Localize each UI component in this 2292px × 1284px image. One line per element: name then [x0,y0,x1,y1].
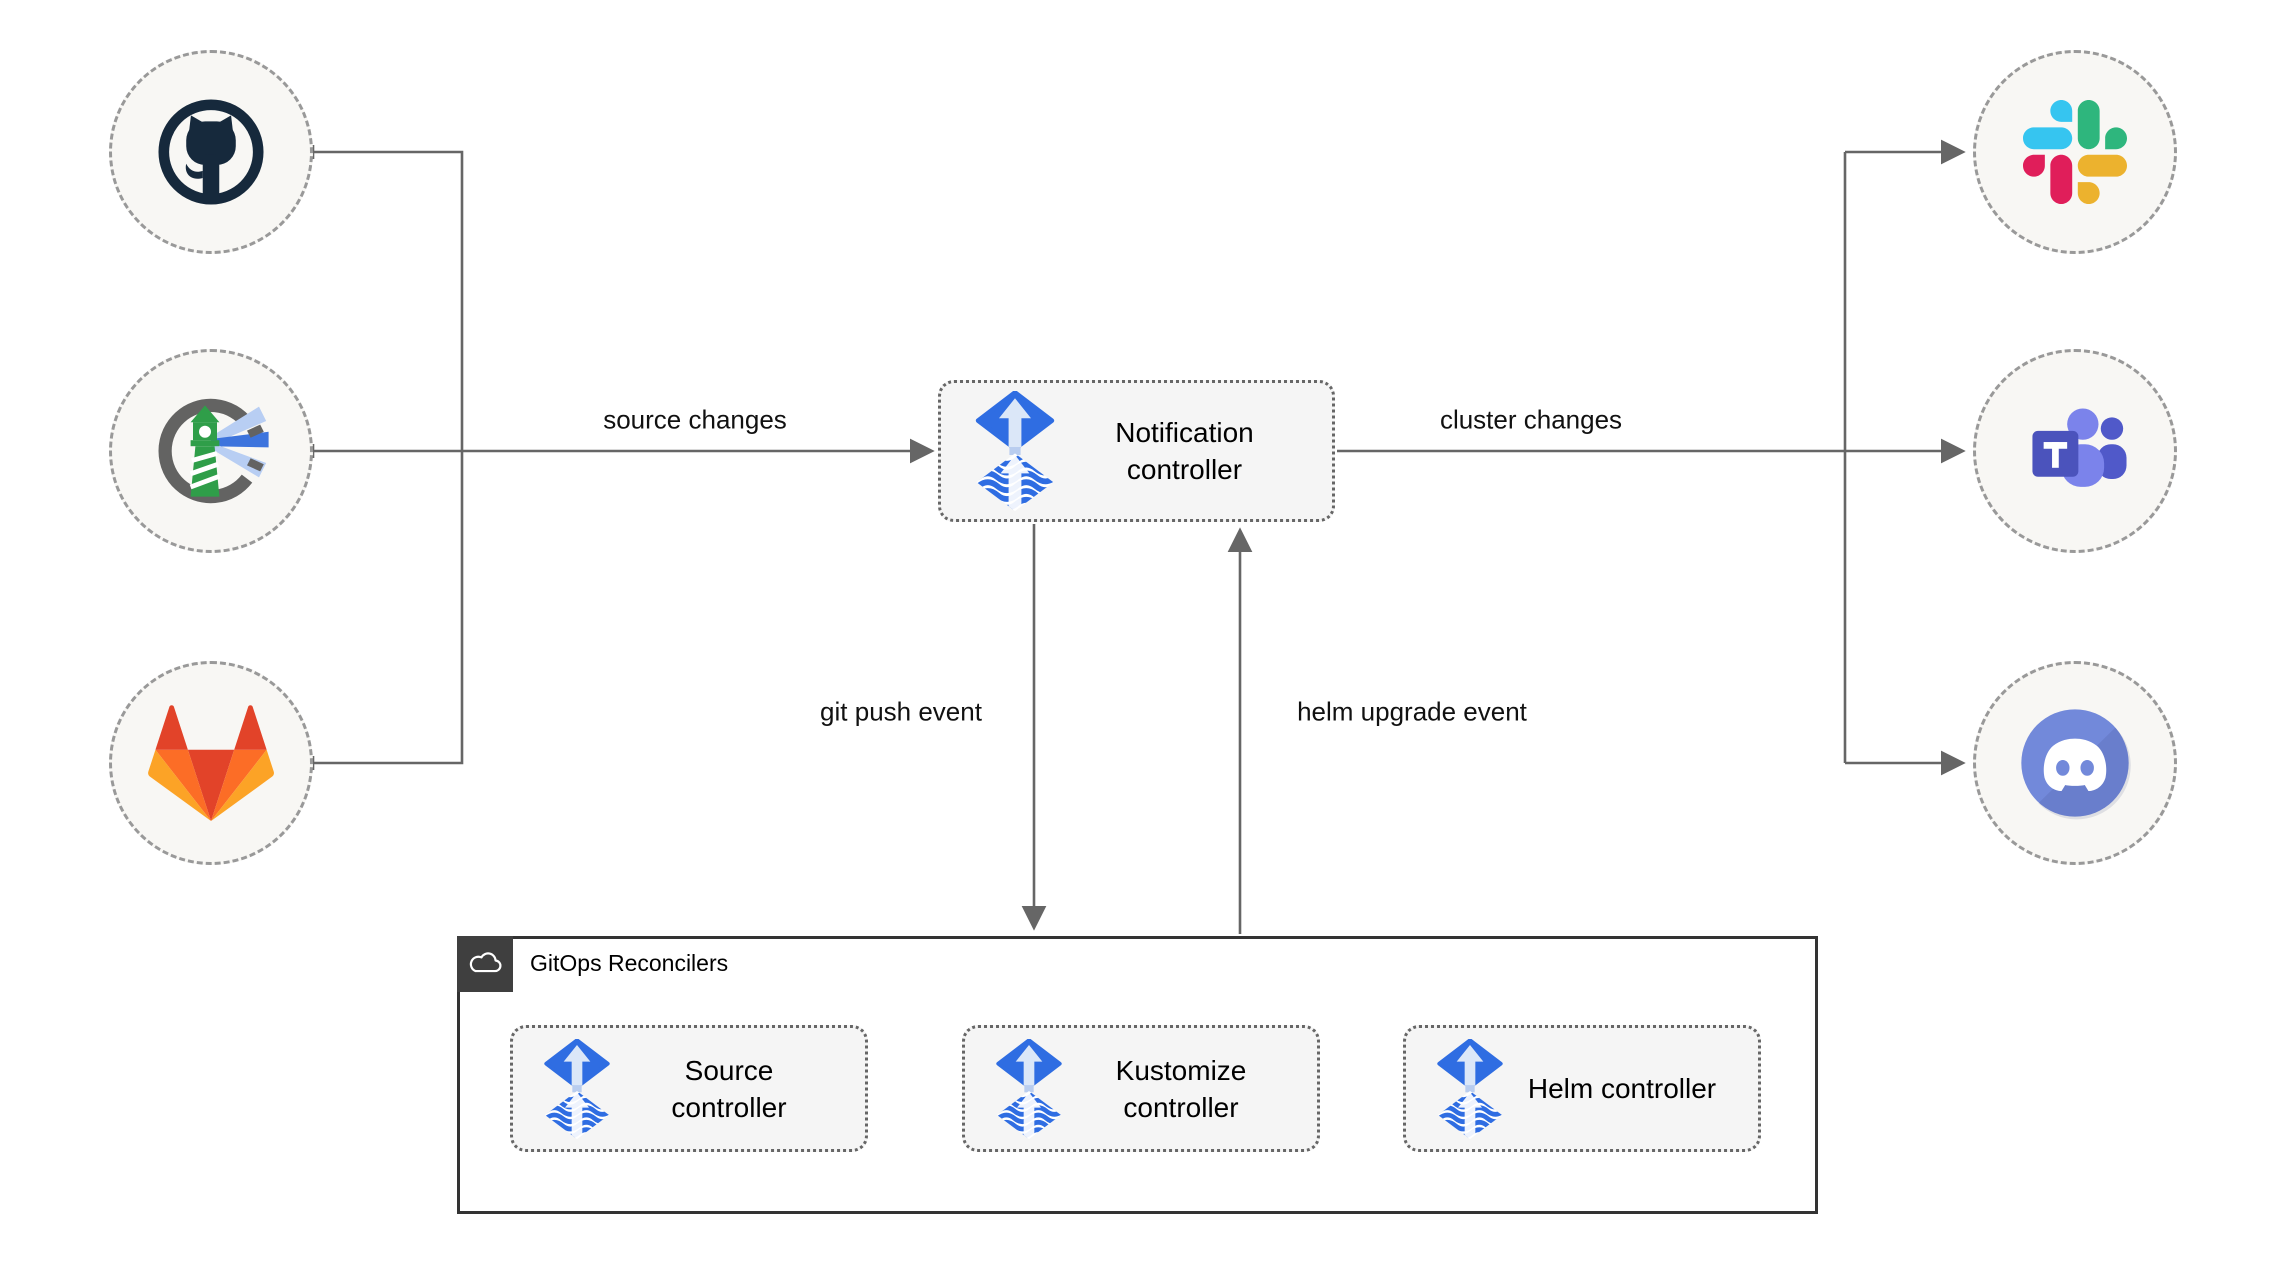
node-kustomize-controller: Kustomize controller [962,1025,1320,1152]
kustomize-controller-label: Kustomize controller [1115,1054,1247,1123]
helm-controller-label: Helm controller [1527,1073,1717,1104]
node-gitlab [109,661,313,865]
edge-label-cluster-changes: cluster changes [1433,404,1629,436]
discord-icon [2014,702,2136,824]
edge-label-helm-upgrade-event: helm upgrade event [1291,696,1533,728]
flux-icon [975,391,1055,511]
edge-label-source-changes: source changes [597,404,793,436]
edge-left-bus [313,150,464,765]
cloud-badge [457,936,513,992]
slack-icon [2023,100,2127,204]
node-notification-controller: Notification controller [938,380,1335,522]
flux-icon [995,1039,1063,1139]
teams-icon [2014,395,2136,507]
gitlab-icon [148,705,274,821]
node-teams [1973,349,2177,553]
node-helm-controller: Helm controller [1403,1025,1761,1152]
source-controller-label: Source controller [671,1054,787,1123]
harbor-icon [151,391,271,511]
edge-label-git-push-event: git push event [814,696,988,728]
node-github [109,50,313,254]
node-source-controller: Source controller [510,1025,868,1152]
node-discord [1973,661,2177,865]
flux-icon [543,1039,611,1139]
node-harbor [109,349,313,553]
notification-controller-label: Notification controller [1115,417,1254,485]
node-slack [1973,50,2177,254]
github-icon [152,93,270,211]
cloud-icon [463,942,507,986]
gitops-reconcilers-title: GitOps Reconcilers [530,950,729,976]
flux-icon [1436,1039,1504,1139]
